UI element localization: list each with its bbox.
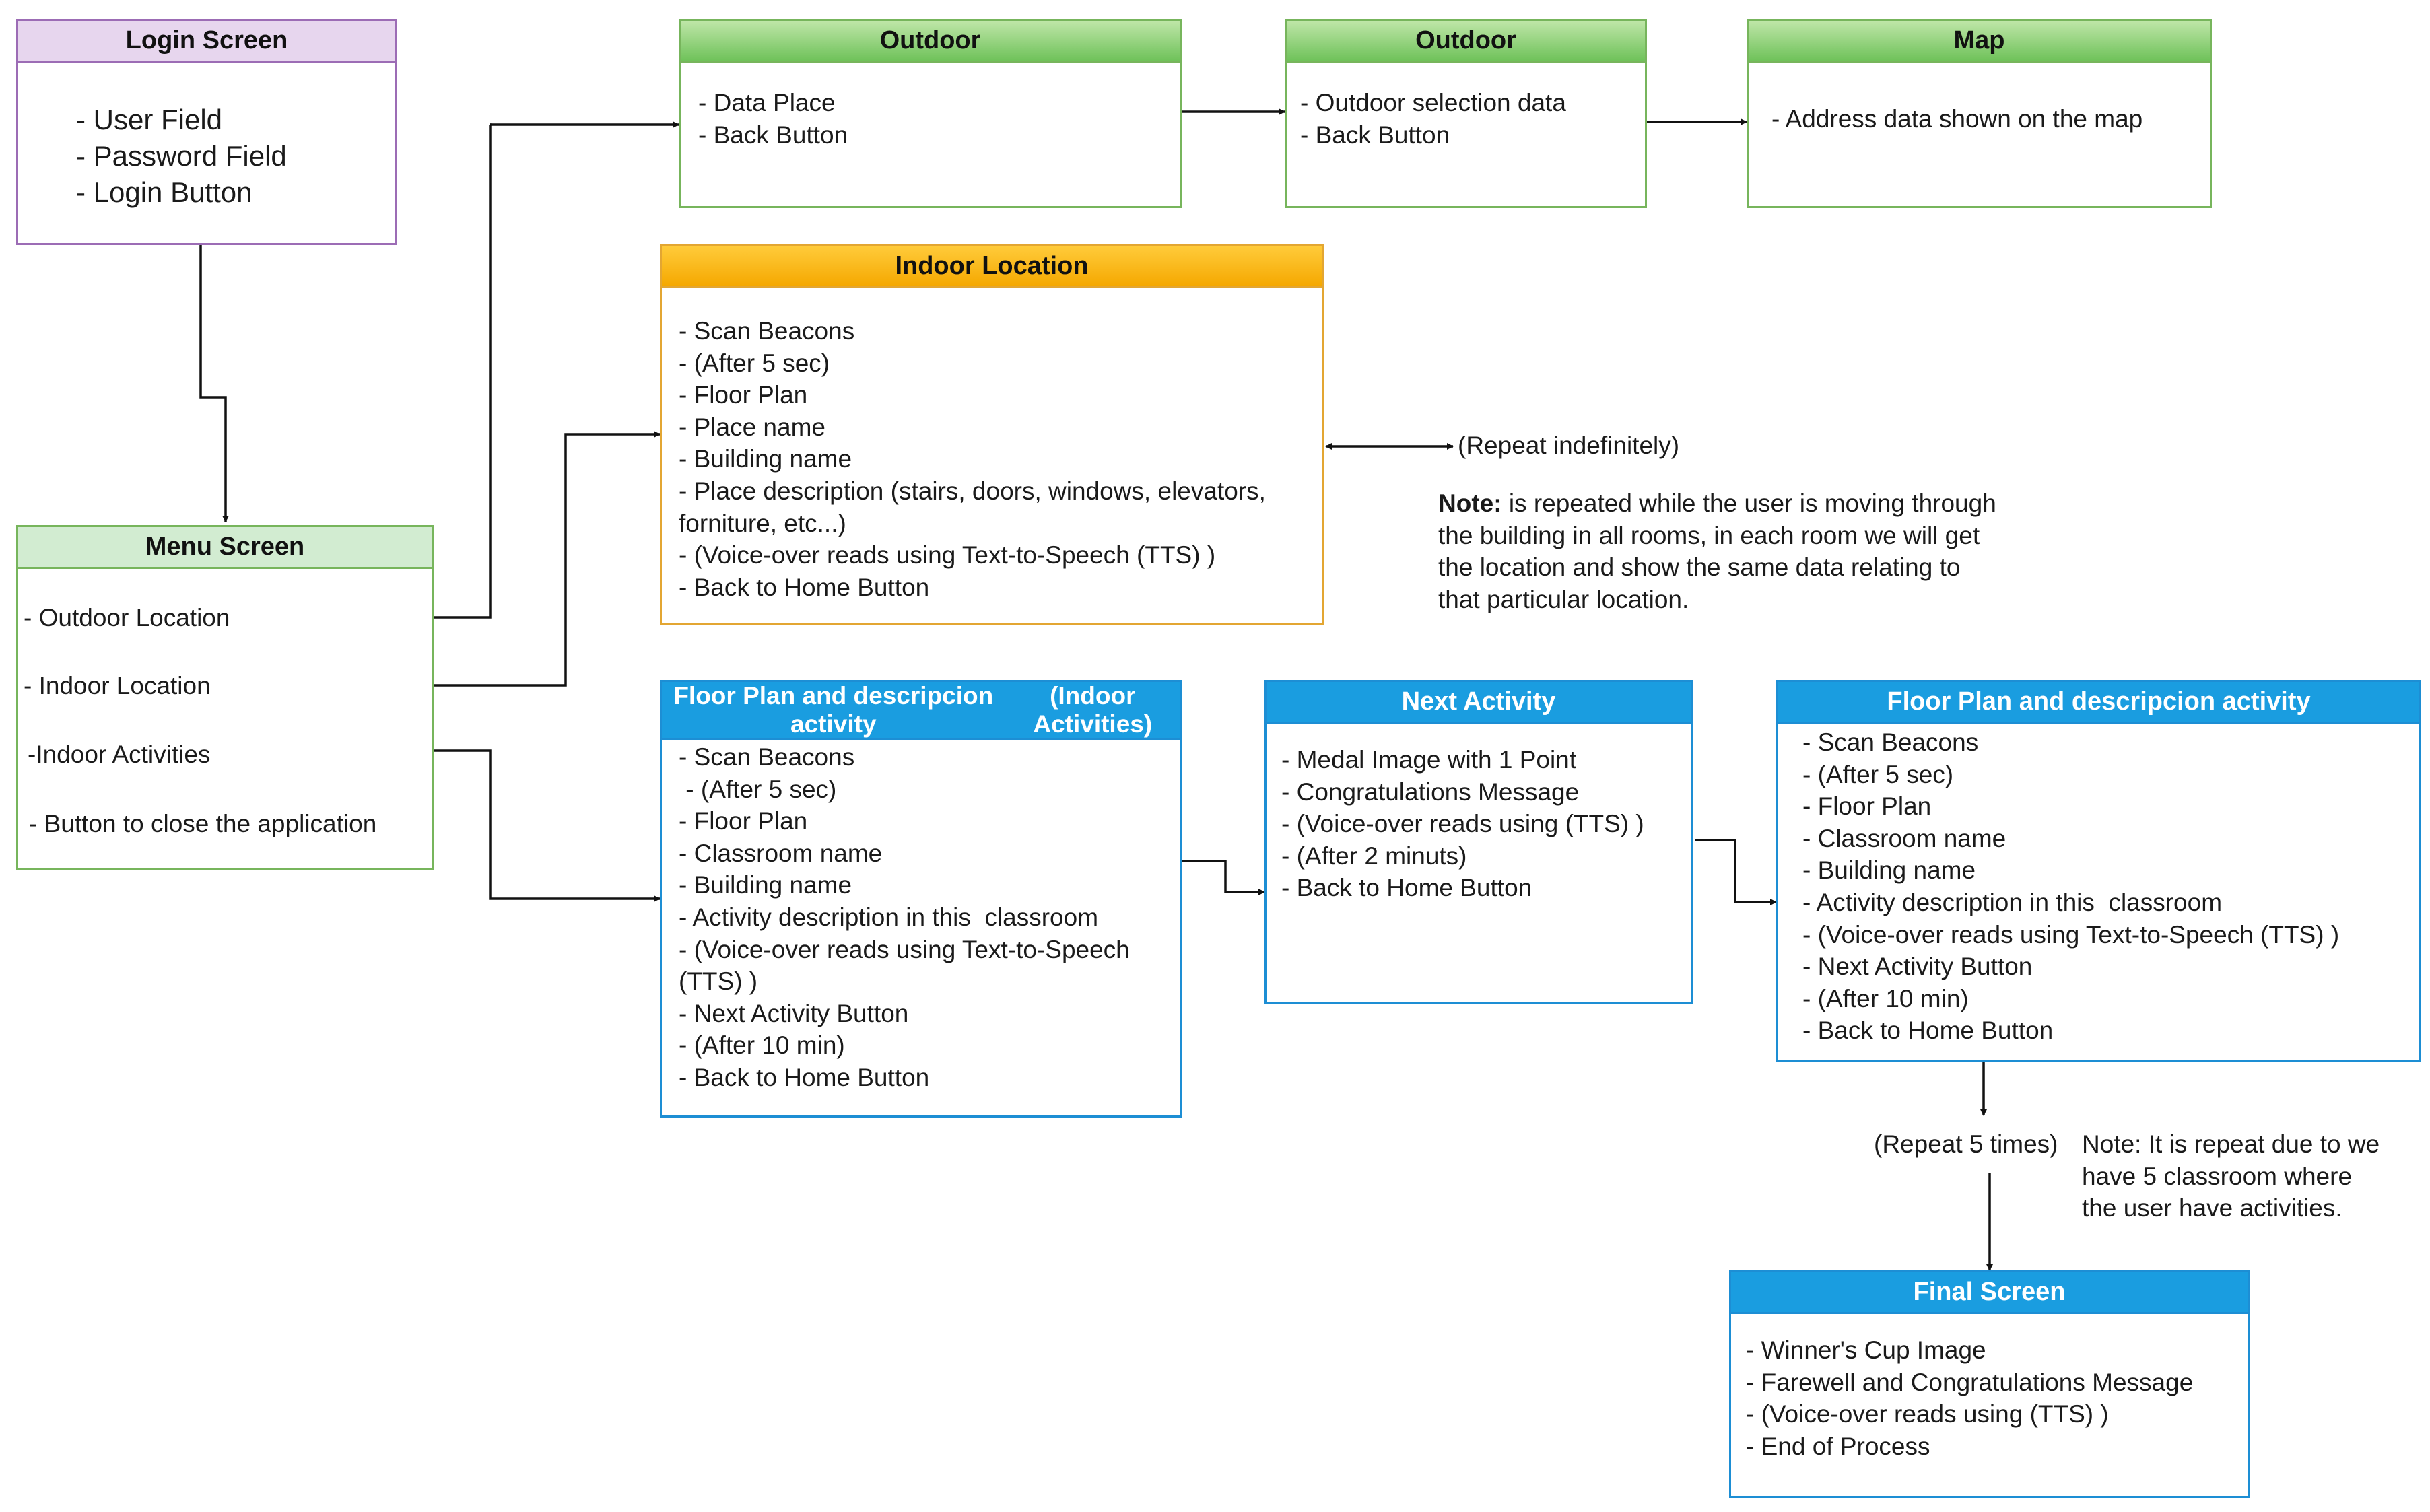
outdoor-item-data-place: - Data Place — [698, 89, 836, 116]
activity2-item-voice-over: - (Voice-over reads using Text-to-Speech… — [1802, 920, 2340, 949]
activity1-item-next-activity: - Next Activity Button — [679, 999, 909, 1027]
activity2-item-floor-plan: - Floor Plan — [1802, 792, 1932, 821]
outdoor-items: - Data Place - Back Button — [698, 87, 1180, 151]
next-item-after-2-minuts: - (After 2 minuts) — [1281, 841, 1467, 870]
indoor-activity-items: - Scan Beacons - (After 5 sec) - Floor P… — [679, 741, 1163, 1094]
classroom-note-line-1: Note: It is repeat due to we — [2082, 1130, 2380, 1158]
indoor-note-line-3: the location and show the same data rela… — [1438, 553, 1961, 582]
menu-item-indoor-activities: -Indoor Activities — [28, 741, 211, 768]
final-screen-box: Final Screen - Winner's Cup Image - Fare… — [1729, 1270, 2250, 1498]
arrow-login-to-menu — [199, 244, 229, 522]
indoor-item-floor-plan: - Floor Plan — [679, 381, 808, 409]
login-item-login-button: - Login Button — [76, 176, 252, 208]
outdoor-box: Outdoor - Data Place - Back Button — [679, 19, 1182, 208]
activity-repeat-items: - Scan Beacons - (After 5 sec) - Floor P… — [1802, 726, 2419, 1047]
outdoor-item-back-button: - Back Button — [698, 121, 848, 149]
activity1-item-building-name: - Building name — [679, 871, 852, 899]
indoor-note: Note: is repeated while the user is movi… — [1438, 487, 1996, 615]
menu-screen-title: Menu Screen — [18, 527, 432, 569]
activity2-item-activity-description: - Activity description in this classroom — [1802, 888, 2223, 916]
login-screen-box: Login Screen - User Field - Password Fie… — [16, 19, 397, 245]
activity2-item-next-activity: - Next Activity Button — [1802, 953, 2033, 981]
login-item-password-field: - Password Field — [76, 140, 287, 172]
map-box: Map - Address data shown on the map — [1747, 19, 2212, 208]
activity-repeat-title: Floor Plan and descripcion activity — [1778, 682, 2419, 724]
map-item-address-data: - Address data shown on the map — [1771, 105, 2143, 133]
indoor-activity-title-line-2: (Indoor Activities) — [1033, 682, 1153, 738]
outdoor-selection-items: - Outdoor selection data - Back Button — [1300, 87, 1645, 151]
final-screen-items: - Winner's Cup Image - Farewell and Cong… — [1746, 1334, 2248, 1462]
final-screen-title: Final Screen — [1731, 1272, 2248, 1314]
indoor-item-back-home: - Back to Home Button — [679, 573, 930, 601]
activity1-item-voice-over: - (Voice-over reads using Text-to-Speech… — [679, 935, 1130, 996]
next-activity-items: - Medal Image with 1 Point - Congratulat… — [1281, 744, 1691, 904]
activity1-item-classroom-name: - Classroom name — [679, 839, 883, 867]
indoor-location-box: Indoor Location - Scan Beacons - (After … — [660, 244, 1324, 625]
indoor-location-items: - Scan Beacons - (After 5 sec) - Floor P… — [679, 315, 1312, 603]
activity2-item-after-10-min: - (After 10 min) — [1802, 984, 1969, 1012]
next-item-back-home: - Back to Home Button — [1281, 874, 1532, 902]
activity2-item-classroom-name: - Classroom name — [1802, 824, 2006, 852]
repeat-indefinitely-label: (Repeat indefinitely) — [1458, 432, 1680, 459]
outdoor-selection-item-back-button: - Back Button — [1300, 121, 1450, 149]
indoor-item-building-name: - Building name — [679, 445, 852, 473]
activity1-item-scan-beacons: - Scan Beacons — [679, 743, 855, 771]
next-item-medal-image: - Medal Image with 1 Point — [1281, 746, 1577, 774]
final-item-voice-over: - (Voice-over reads using (TTS) ) — [1746, 1400, 2109, 1429]
final-item-winners-cup: - Winner's Cup Image — [1746, 1336, 1986, 1364]
activity1-item-activity-description: - Activity description in this classroom — [679, 903, 1099, 931]
activity2-item-scan-beacons: - Scan Beacons — [1802, 728, 1979, 756]
arrow-next-to-activity2 — [1695, 839, 1777, 905]
activity2-item-after-5-sec: - (After 5 sec) — [1802, 760, 1954, 788]
login-screen-title: Login Screen — [18, 21, 395, 63]
indoor-note-line-1: is repeated while the user is moving thr… — [1501, 489, 1996, 517]
indoor-item-scan-beacons: - Scan Beacons — [679, 317, 855, 345]
outdoor-title: Outdoor — [681, 21, 1180, 63]
login-screen-items: - User Field - Password Field - Login Bu… — [76, 102, 395, 211]
classroom-note-line-2: have 5 classroom where — [2082, 1162, 2353, 1190]
indoor-note-line-2: the building in all rooms, in each room … — [1438, 521, 1980, 549]
classroom-note-line-3: the user have activities. — [2082, 1194, 2342, 1223]
menu-item-close-app: - Button to close the application — [29, 810, 377, 837]
activity2-item-building-name: - Building name — [1802, 856, 1976, 885]
indoor-note-line-4: that particular location. — [1438, 585, 1689, 613]
indoor-item-voice-over: - (Voice-over reads using Text-to-Speech… — [679, 541, 1216, 570]
indoor-item-after-5-sec: - (After 5 sec) — [679, 349, 830, 377]
indoor-activity-box: Floor Plan and descripcion activity (Ind… — [660, 680, 1182, 1118]
indoor-item-place-description: - Place description (stairs, doors, wind… — [679, 477, 1266, 537]
menu-screen-box: Menu Screen - Outdoor Location - Indoor … — [16, 525, 434, 870]
final-item-farewell: - Farewell and Congratulations Message — [1746, 1368, 2194, 1396]
activity1-item-back-home: - Back to Home Button — [679, 1063, 930, 1091]
next-item-congratulations: - Congratulations Message — [1281, 778, 1580, 806]
next-activity-box: Next Activity - Medal Image with 1 Point… — [1264, 680, 1693, 1004]
indoor-activity-title: Floor Plan and descripcion activity (Ind… — [662, 682, 1180, 740]
activity1-item-after-5-sec: - (After 5 sec) — [679, 775, 837, 803]
menu-item-indoor-location: - Indoor Location — [24, 672, 211, 699]
repeat-5-times-label: (Repeat 5 times) — [1874, 1130, 2058, 1158]
outdoor-selection-title: Outdoor — [1287, 21, 1645, 63]
indoor-item-place-name: - Place name — [679, 413, 825, 441]
activity2-item-back-home: - Back to Home Button — [1802, 1017, 2054, 1045]
arrow-activity-to-next — [1182, 860, 1265, 895]
activity1-item-after-10-min: - (After 10 min) — [679, 1031, 845, 1060]
next-activity-title: Next Activity — [1267, 682, 1691, 724]
menu-item-outdoor-location: - Outdoor Location — [24, 604, 230, 631]
indoor-activity-title-line-1: Floor Plan and descripcion activity — [673, 682, 994, 738]
final-item-end-of-process: - End of Process — [1746, 1432, 1930, 1460]
classroom-note: Note: It is repeat due to we have 5 clas… — [2082, 1128, 2380, 1225]
login-item-user-field: - User Field — [76, 104, 223, 135]
activity-repeat-box: Floor Plan and descripcion activity - Sc… — [1776, 680, 2421, 1062]
next-item-voice-over: - (Voice-over reads using (TTS) ) — [1281, 810, 1644, 838]
map-items: - Address data shown on the map — [1771, 103, 2210, 135]
indoor-note-label: Note: — [1438, 489, 1502, 517]
outdoor-selection-item-data: - Outdoor selection data — [1300, 89, 1566, 116]
map-title: Map — [1749, 21, 2210, 63]
outdoor-selection-box: Outdoor - Outdoor selection data - Back … — [1285, 19, 1647, 208]
activity1-item-floor-plan: - Floor Plan — [679, 807, 808, 835]
indoor-location-title: Indoor Location — [662, 246, 1322, 288]
